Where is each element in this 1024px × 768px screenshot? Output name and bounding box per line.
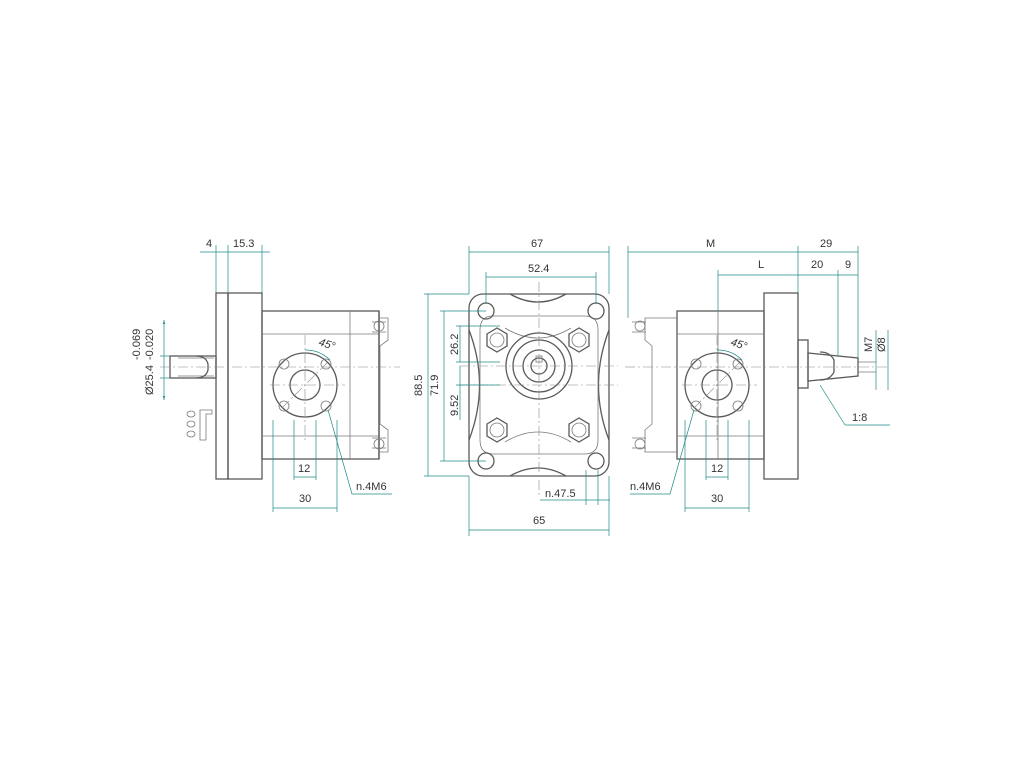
label-front-52-4: 52.4 [528, 263, 549, 275]
label-right-thread: n.4M6 [630, 481, 661, 493]
label-right-angle: 45° [729, 336, 749, 353]
label-right-m: M [706, 238, 715, 250]
front-dimensions [424, 246, 610, 536]
left-mounting-flange [227, 292, 263, 480]
left-dimensions [160, 245, 392, 512]
label-front-26-2: 26.2 [449, 334, 461, 355]
label-front-47-5: n.47.5 [545, 488, 576, 500]
right-pump-body [676, 310, 765, 460]
label-right-12: 12 [711, 463, 723, 475]
label-left-4: 4 [206, 238, 212, 250]
label-left-shaft-dia: Ø25.4 [144, 365, 156, 395]
label-left-12: 12 [298, 463, 310, 475]
label-right-l: L [758, 259, 764, 271]
right-side-view [625, 292, 890, 480]
label-front-88-5: 88.5 [413, 375, 425, 396]
label-left-15-3: 15.3 [233, 238, 254, 250]
label-left-thread: n.4M6 [356, 481, 387, 493]
label-front-71-9: 71.9 [429, 375, 441, 396]
label-right-29: 29 [820, 238, 832, 250]
label-right-taper: 1:8 [852, 412, 867, 424]
label-front-67: 67 [531, 238, 543, 250]
front-bolt-heads [486, 327, 590, 443]
label-right-9: 9 [845, 259, 851, 271]
label-left-tol-lower: -0.020 [144, 329, 156, 360]
left-side-view [160, 292, 400, 480]
front-flange-view [460, 282, 618, 496]
label-right-m7: M7 [863, 337, 875, 352]
label-left-30: 30 [299, 493, 311, 505]
right-tapered-shaft [807, 352, 859, 382]
label-right-dia8: Ø8 [876, 337, 888, 352]
label-left-angle: 45° [317, 336, 337, 353]
left-flange-pilot [215, 292, 229, 480]
left-key-detail [186, 409, 213, 441]
right-mounting-flange [763, 292, 799, 480]
label-left-tol-upper: -0.069 [131, 329, 143, 360]
label-right-30: 30 [711, 493, 723, 505]
right-dimensions [627, 246, 890, 512]
label-front-9-52: 9.52 [449, 395, 461, 416]
label-right-20: 20 [811, 259, 823, 271]
label-front-65: 65 [533, 515, 545, 527]
